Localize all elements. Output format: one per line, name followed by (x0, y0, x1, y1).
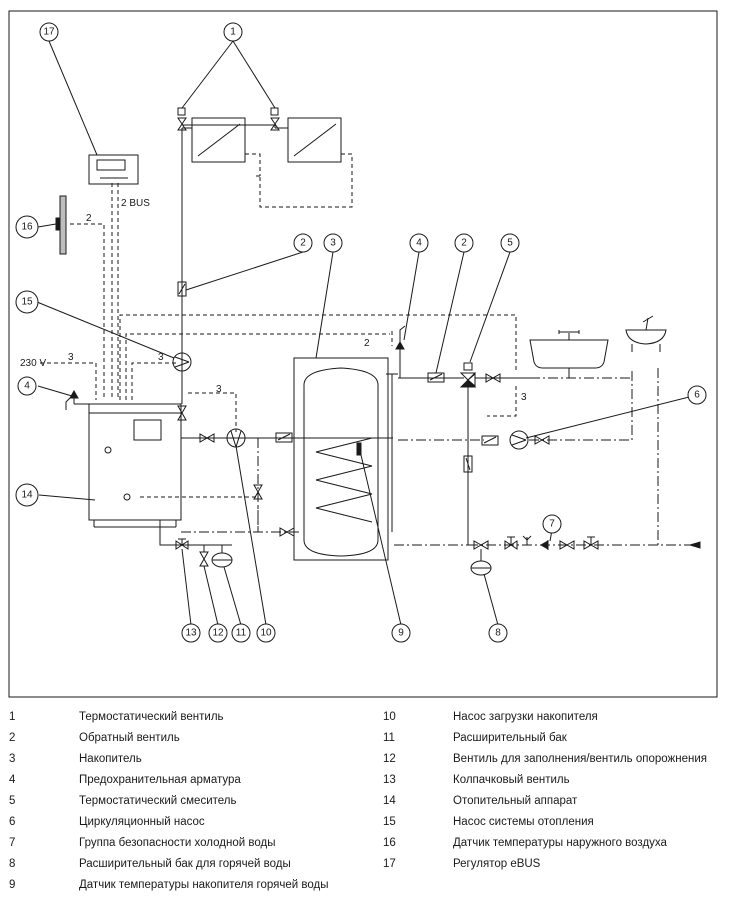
cap-valve (175, 538, 189, 550)
legend: 1 Термостатический вентиль 2 Обратный ве… (9, 711, 707, 891)
cold-water-safety-group (473, 535, 599, 550)
check-valve-heating (177, 281, 187, 297)
callout-9: 9 (398, 628, 404, 639)
bus-label: 2 BUS (121, 198, 150, 209)
callout-16: 16 (21, 222, 33, 233)
callout-5: 5 (507, 238, 513, 249)
callout-10: 10 (260, 628, 272, 639)
wire-count-3d: 3 (521, 392, 527, 403)
diagram-frame (8, 10, 718, 698)
thermostatic-valve-left (177, 107, 187, 131)
callout-14: 14 (21, 490, 33, 501)
heating-appliance (88, 403, 182, 521)
callout-17: 17 (43, 27, 55, 38)
wire-count-3a: 3 (68, 352, 74, 363)
callout-6: 6 (694, 390, 700, 401)
bathtub (529, 330, 609, 369)
ebus-controller (88, 154, 139, 185)
wire-count-2a: 2 (86, 213, 92, 224)
callout-1: 1 (230, 27, 236, 38)
callout-7: 7 (549, 519, 555, 530)
voltage-label: 230 V (20, 358, 46, 369)
heating-pump (172, 352, 192, 372)
callout-8: 8 (495, 628, 501, 639)
callout-3: 3 (330, 238, 336, 249)
callout-4b: 4 (24, 381, 30, 392)
hot-water-storage (293, 357, 398, 561)
radiator-right (287, 117, 342, 163)
heating-schematic: 1 2 3 4 2 5 6 7 8 9 10 11 12 13 14 15 16… (8, 10, 718, 698)
wire-count-2b: 2 (364, 338, 370, 349)
callout-4a: 4 (416, 238, 422, 249)
safety-valve-heater (65, 389, 89, 410)
wire-count-3c: 3 (216, 384, 222, 395)
callout-13: 13 (185, 628, 197, 639)
outdoor-temperature-sensor (59, 195, 67, 255)
callout-15: 15 (21, 297, 33, 308)
callout-11: 11 (236, 628, 247, 639)
circulation-pump (509, 430, 529, 450)
callout-2a: 2 (300, 238, 306, 249)
thermostatic-mixer (459, 362, 477, 388)
radiator-left (191, 117, 246, 163)
callout-2b: 2 (461, 238, 467, 249)
check-valve-storage (275, 432, 293, 443)
wire-count-3b: 3 (158, 352, 164, 363)
callout-12: 12 (212, 628, 224, 639)
washbasin (625, 315, 667, 352)
